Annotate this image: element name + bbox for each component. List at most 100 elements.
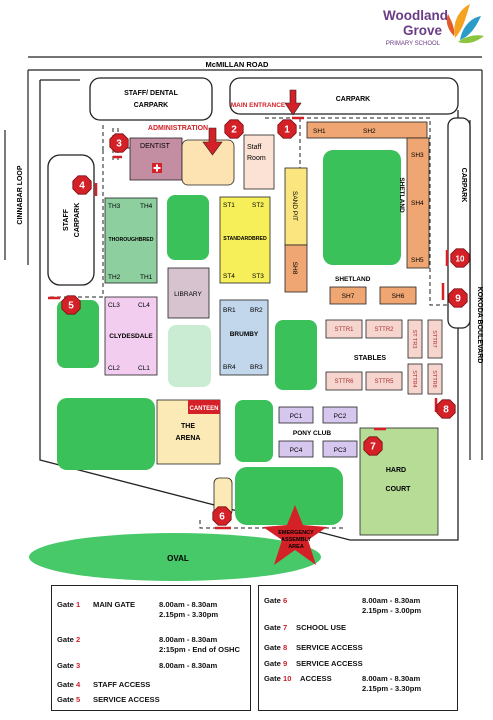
gate-marker-1: 1 <box>277 119 297 139</box>
green-areas: OVAL <box>29 150 401 581</box>
svg-text:Staff: Staff <box>247 144 261 151</box>
gate-octagon-icon <box>212 506 232 526</box>
gate-marker-2: 2 <box>224 119 244 139</box>
sand-pit: SAND PIT SH8 <box>284 167 308 293</box>
gate-number: 6 <box>219 512 225 523</box>
svg-text:PC1: PC1 <box>290 413 303 420</box>
svg-text:TH2: TH2 <box>108 274 121 281</box>
svg-text:CL2: CL2 <box>108 365 120 372</box>
logo-line1: Woodland <box>383 8 448 23</box>
gate-number: 5 <box>68 301 74 312</box>
legend-desc: STAFF ACCESS <box>93 680 151 689</box>
pony-club: PC1 PC2 PONY CLUB PC4 PC3 <box>278 406 358 458</box>
svg-text:TH4: TH4 <box>140 203 153 210</box>
staff-carpark <box>47 154 95 286</box>
gate-number: 4 <box>79 181 85 192</box>
gate-number: 10 <box>456 255 465 264</box>
svg-text:STTR7: STTR7 <box>431 330 437 347</box>
svg-text:THOROUGHBRED: THOROUGHBRED <box>109 237 154 243</box>
gate-number: 7 <box>370 442 376 453</box>
svg-text:CLYDESDALE: CLYDESDALE <box>109 333 153 340</box>
svg-text:ST3: ST3 <box>252 273 264 280</box>
arena: CANTEEN THE ARENA <box>156 399 221 465</box>
thoroughbred-building: TH3 TH4 THOROUGHBRED TH2 TH1 <box>104 197 158 284</box>
svg-text:STTR5: STTR5 <box>374 379 394 385</box>
shetland-buildings: SH1 SH2 SH3 SH4 SH5 SHETLAND SHETLAND SH… <box>306 121 430 305</box>
svg-text:SH3: SH3 <box>411 152 424 159</box>
svg-text:SHETLAND: SHETLAND <box>398 177 405 213</box>
road-cinnabar: CINNABAR LOOP <box>17 165 24 224</box>
svg-text:ST TR3: ST TR3 <box>411 330 417 349</box>
legend-desc: SERVICE ACCESS <box>93 695 160 704</box>
svg-text:CL4: CL4 <box>138 302 150 309</box>
gate-number: 9 <box>455 294 461 305</box>
staff-room <box>243 134 275 190</box>
gate-octagon-icon <box>436 399 456 419</box>
logo-line2: Grove <box>403 23 443 38</box>
staff-dental-carpark <box>89 77 213 121</box>
svg-text:STAFF/ DENTAL: STAFF/ DENTAL <box>124 90 179 97</box>
svg-text:STTR4: STTR4 <box>411 370 417 387</box>
legend-gate-label: Gate 4 <box>57 680 81 689</box>
gate-octagon-icon <box>224 119 244 139</box>
legend-desc: ACCESS <box>300 674 332 683</box>
administration-label: ADMINISTRATION <box>148 125 208 132</box>
road-mcmillan: McMILLAN ROAD <box>206 60 269 69</box>
legend-gate-label: Gate 3 <box>57 661 81 670</box>
gate-bars <box>48 116 449 530</box>
svg-text:ST1: ST1 <box>223 202 235 209</box>
svg-text:CARPARK: CARPARK <box>134 102 168 109</box>
svg-text:CARPARK: CARPARK <box>336 96 370 103</box>
gate-marker-6: 6 <box>212 506 232 526</box>
legend-gate-label: Gate 7 <box>264 623 288 632</box>
svg-text:EMERGENCY: EMERGENCY <box>278 530 314 536</box>
svg-text:ASSEMBLY: ASSEMBLY <box>281 537 311 543</box>
legend-gate-label: Gate 1 <box>57 600 81 609</box>
gate-marker-9: 9 <box>448 288 468 308</box>
hard-court: HARD COURT <box>359 427 439 536</box>
svg-text:COURT: COURT <box>386 486 412 493</box>
svg-text:SH5: SH5 <box>411 257 424 264</box>
logo-line3: PRIMARY SCHOOL <box>386 41 441 47</box>
svg-text:SH4: SH4 <box>411 200 424 207</box>
legend-desc: SCHOOL USE <box>296 623 347 632</box>
svg-text:HARD: HARD <box>386 467 406 474</box>
legend-desc: MAIN GATE <box>93 600 136 609</box>
svg-text:PC3: PC3 <box>334 447 347 454</box>
gate-octagon-icon <box>109 133 129 153</box>
svg-text:CL3: CL3 <box>108 302 120 309</box>
svg-text:SAND PIT: SAND PIT <box>291 191 298 221</box>
svg-text:BR3: BR3 <box>250 364 263 371</box>
emergency-assembly-area: EMERGENCY ASSEMBLY AREA <box>263 505 327 565</box>
svg-text:DENTIST: DENTIST <box>140 143 171 150</box>
svg-text:SH7: SH7 <box>342 293 355 300</box>
svg-text:OVAL: OVAL <box>167 554 189 563</box>
gate-number: 2 <box>231 125 237 136</box>
gate-marker-4: 4 <box>72 175 92 195</box>
svg-text:STTR8: STTR8 <box>431 370 437 387</box>
svg-text:CANTEEN: CANTEEN <box>189 406 218 412</box>
gate-marker-8: 8 <box>436 399 456 419</box>
svg-text:AREA: AREA <box>288 544 304 550</box>
svg-text:TH1: TH1 <box>140 274 153 281</box>
gate-marker-10: 10 <box>450 248 470 268</box>
svg-text:BR4: BR4 <box>223 364 236 371</box>
svg-text:SH2: SH2 <box>363 128 376 135</box>
svg-text:TH3: TH3 <box>108 203 121 210</box>
oval <box>29 533 321 581</box>
road-kokoda: KOKODA BOULEVARD <box>476 287 483 364</box>
legend-gate-label: Gate 9 <box>264 659 288 668</box>
gate-octagon-icon <box>72 175 92 195</box>
standardbred-building: ST1 ST2 STANDARDBRED ST4 ST3 <box>219 196 271 284</box>
legend-desc: SERVICE ACCESS <box>296 643 363 652</box>
gate-marker-3: 3 <box>109 133 129 153</box>
main-entrance-label: MAIN ENTRANCE <box>231 102 286 109</box>
gate-number: 8 <box>443 405 449 416</box>
gate-number: 3 <box>116 139 122 150</box>
svg-text:CARPARK: CARPARK <box>460 168 467 202</box>
svg-text:STTR2: STTR2 <box>374 327 394 333</box>
